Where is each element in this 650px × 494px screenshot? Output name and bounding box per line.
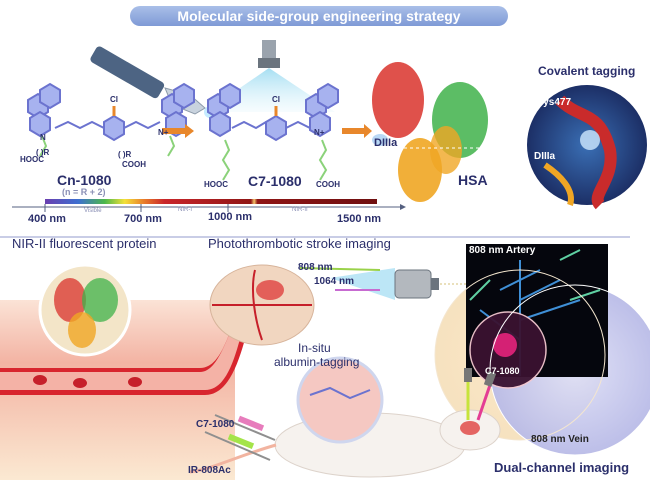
molecule-name-c7-1080: C7-1080: [248, 173, 302, 189]
hsa-label: HSA: [458, 172, 488, 188]
diiia-zoom-label: DIIIa: [534, 151, 556, 162]
arrow-icon: [342, 124, 372, 138]
molecule-cn-1080: [27, 82, 195, 157]
mouse-illustration: [189, 356, 501, 478]
vein-channel-label: 808 nm Vein: [531, 434, 589, 445]
cys477-label: Cys477: [536, 97, 572, 108]
hsa-protein: [372, 62, 488, 202]
tick-400nm: 400 nm: [28, 213, 66, 225]
molecule-formula-note: (n = R + 2): [62, 187, 106, 197]
tick-1000nm: 1000 nm: [208, 211, 253, 223]
tissue-scene: [0, 263, 255, 480]
spectrum-bar: [12, 199, 406, 212]
n-label-left: N: [40, 133, 46, 142]
diiia-label: DIIIa: [374, 137, 398, 149]
artery-channel-label: 808 nm Artery: [469, 245, 536, 256]
dual-channel-imaging: [434, 244, 650, 456]
region-nir-ii: NIR-II: [292, 207, 308, 213]
figure-title: Molecular side-group engineering strateg…: [130, 6, 508, 26]
syringe-icons: [204, 414, 276, 461]
laser-808nm-label: 808 nm: [298, 262, 333, 273]
cl-label-right: Cl: [272, 95, 280, 104]
region-nir-i: NIR-I: [178, 207, 192, 213]
nplus-label-left: N+: [158, 128, 169, 137]
syringe-c7-1080-label: C7-1080: [196, 419, 235, 430]
nplus-label-right: N+: [314, 128, 325, 137]
molecule-name-cn-1080: Cn-1080: [57, 172, 112, 188]
acid-label-left: HOOC: [20, 155, 44, 164]
probe-label: C7-1080: [485, 366, 520, 376]
brain-illustration: [209, 264, 315, 346]
acid-label-right: COOH: [122, 160, 146, 169]
r-label-left: ( )R: [36, 148, 50, 157]
region-visible: Visible: [84, 208, 102, 214]
robot-arm-icon: [90, 46, 216, 118]
laser-1064nm-label: 1064 nm: [314, 276, 355, 287]
covalent-tagging-circle: [527, 85, 647, 210]
arrow-icon: [162, 124, 194, 138]
dual-channel-caption: Dual-channel imaging: [494, 460, 630, 475]
syringe-ir-808ac-label: IR-808Ac: [188, 465, 231, 476]
cl-label-left: Cl: [110, 95, 118, 104]
tick-1500nm: 1500 nm: [337, 213, 382, 225]
r-label-right: ( )R: [118, 150, 132, 159]
covalent-tagging-title: Covalent tagging: [538, 64, 636, 78]
nir-ii-protein-title: NIR-II fluorescent protein: [12, 236, 157, 251]
tick-700nm: 700 nm: [124, 213, 162, 225]
stroke-imaging-title: Photothrombotic stroke imaging: [208, 236, 391, 251]
acid-label-hooc: HOOC: [204, 180, 228, 189]
albumin-tagging-label: albumin-tagging: [274, 355, 360, 369]
acid-label-cooh: COOH: [316, 180, 340, 189]
in-situ-label: In-situ: [298, 341, 331, 355]
nir-camera: [299, 267, 480, 300]
molecule-c7-1080: [207, 82, 339, 181]
